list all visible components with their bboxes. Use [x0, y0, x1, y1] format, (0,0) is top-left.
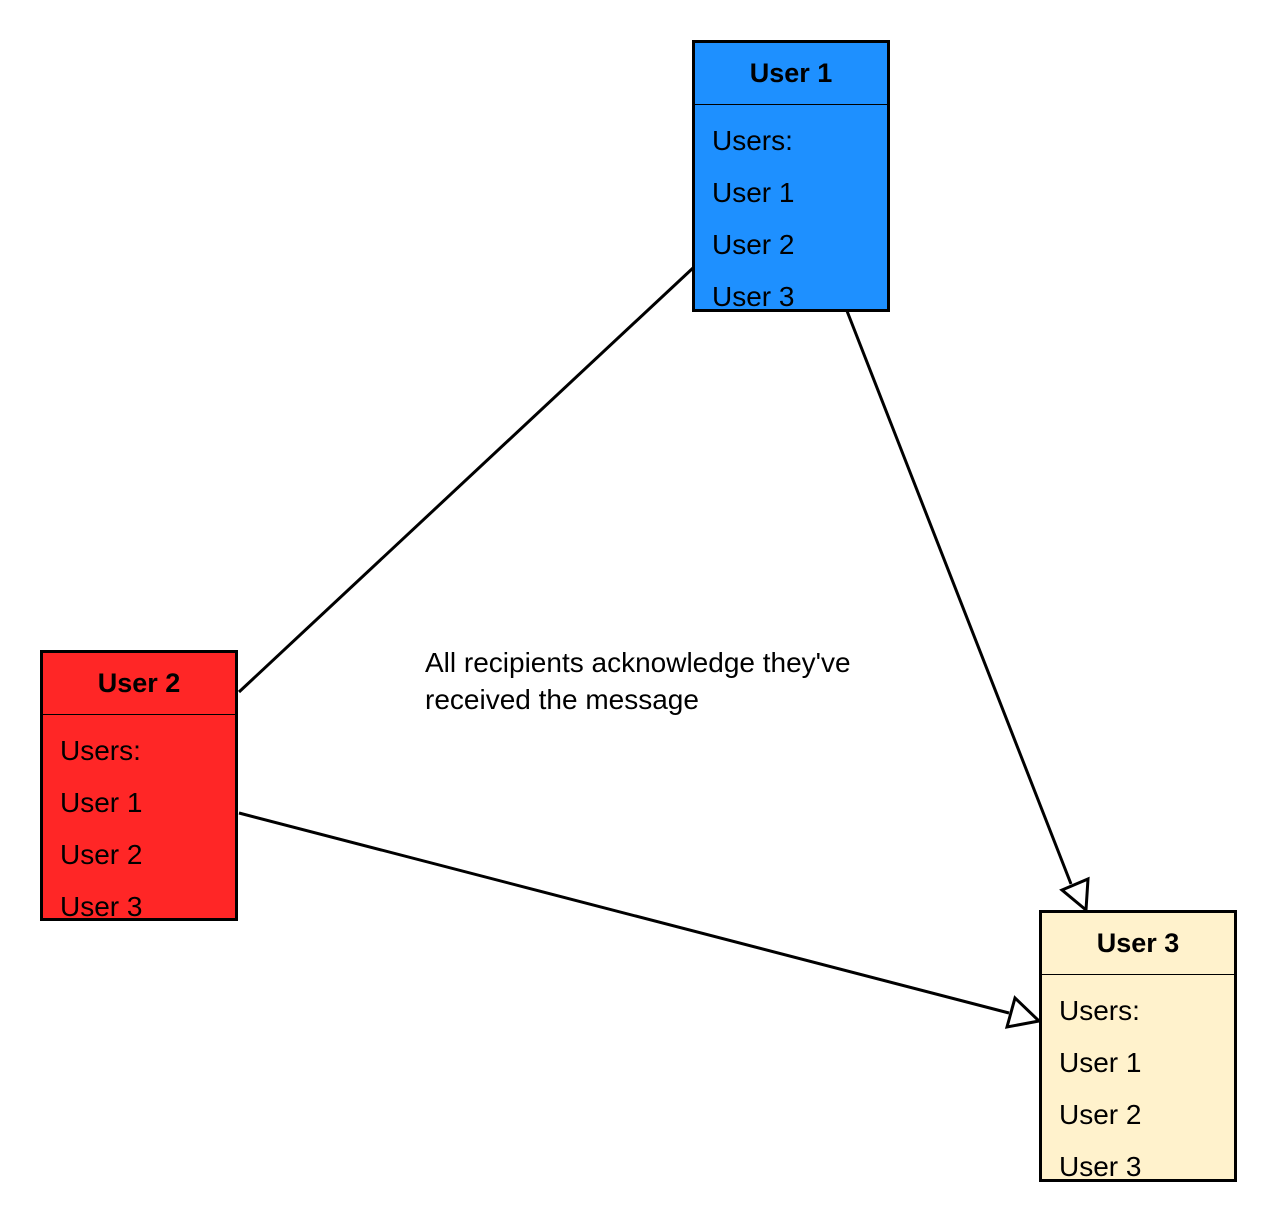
user-2-list-header: Users: [60, 735, 141, 766]
arrowhead-user3-left-icon [1004, 995, 1043, 1029]
user-3-list-item: User 3 [1059, 1151, 1142, 1182]
user-2-list-item: User 1 [60, 787, 143, 818]
user-3-list-item: User 1 [1059, 1047, 1142, 1078]
edge-user1-user2 [237, 266, 695, 694]
edge-user1-user3 [845, 310, 1073, 885]
user-1-list-item: User 2 [712, 229, 795, 260]
user-3-list-header: Users: [1059, 995, 1140, 1026]
user-2-list: Users: User 1 User 2 User 3 [43, 715, 235, 933]
user-1-box[interactable]: User 1 Users: User 1 User 2 User 3 [692, 40, 890, 312]
user-3-list-item: User 2 [1059, 1099, 1142, 1130]
user-3-box[interactable]: User 3 Users: User 1 User 2 User 3 [1039, 910, 1237, 1182]
user-1-list-item: User 1 [712, 177, 795, 208]
note-line-2: received the message [425, 684, 699, 715]
user-1-list-header: Users: [712, 125, 793, 156]
acknowledgement-note: All recipients acknowledge they've recei… [425, 644, 985, 718]
user-2-title: User 2 [43, 653, 235, 715]
user-2-list-item: User 3 [60, 891, 143, 922]
user-1-title: User 1 [695, 43, 887, 105]
note-line-1: All recipients acknowledge they've [425, 647, 851, 678]
user-2-box[interactable]: User 2 Users: User 1 User 2 User 3 [40, 650, 238, 922]
user-1-list-item: User 3 [712, 281, 795, 312]
user-1-list: Users: User 1 User 2 User 3 [695, 105, 887, 323]
edge-user2-user3 [238, 811, 1010, 1015]
user-3-title: User 3 [1042, 913, 1234, 975]
arrowhead-user3-top-icon [1059, 876, 1090, 914]
user-2-list-item: User 2 [60, 839, 143, 870]
user-3-list: Users: User 1 User 2 User 3 [1042, 975, 1234, 1193]
